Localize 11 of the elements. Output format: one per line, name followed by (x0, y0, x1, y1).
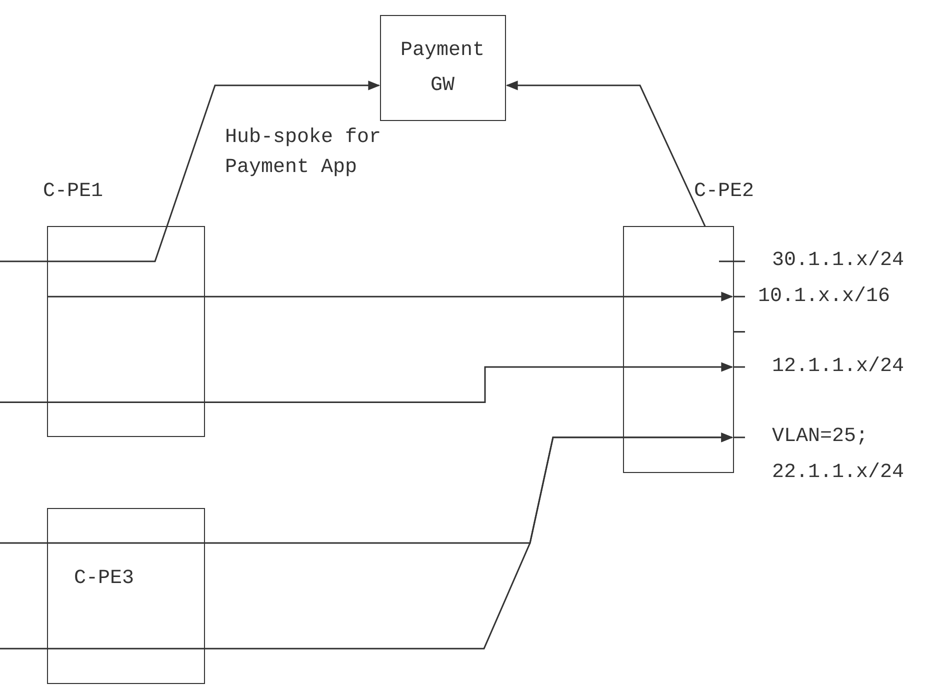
arrow (47, 432, 734, 650)
node-label: C-PE1 (43, 180, 104, 204)
router-box (47, 508, 205, 684)
arrow (47, 362, 734, 403)
node-label: Payment GW (399, 38, 486, 100)
node-label: C-PE3 (74, 567, 134, 592)
node-label: C-PE2 (694, 180, 754, 204)
arrow (506, 80, 706, 227)
arrow (47, 80, 380, 262)
arrow (47, 292, 734, 302)
gateway-box (380, 15, 506, 121)
